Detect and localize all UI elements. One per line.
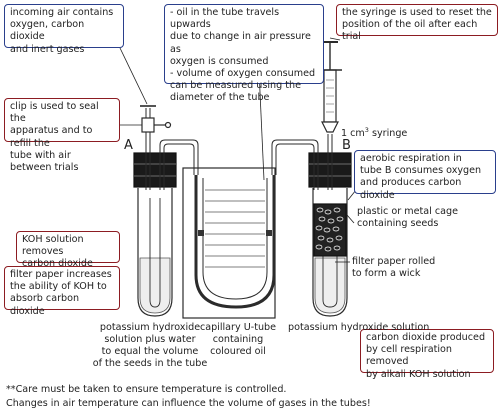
- label-koh-solution: potassium hydroxide solution: [288, 322, 430, 333]
- footnote-line-1: **Care must be taken to ensure temperatu…: [6, 384, 287, 395]
- tube-a: [137, 188, 173, 317]
- glass-tubes: [145, 108, 333, 190]
- label-cage: plastic or metal cage containing seeds: [357, 206, 458, 229]
- tube-b: [312, 188, 348, 317]
- callout-clip: clip is used to seal the apparatus and t…: [4, 98, 120, 173]
- syringe-icon: [318, 41, 342, 133]
- label-u-tube: capillary U-tube containing coloured oil: [199, 322, 277, 357]
- callout-oil-travels: - oil in the tube travels upwards due to…: [164, 4, 324, 103]
- u-tube-panel: [182, 167, 276, 319]
- callout-syringe-reset: the syringe is used to reset the positio…: [336, 4, 498, 42]
- capillary-u-tube: [194, 175, 276, 309]
- label-filter-roll: filter paper rolled to form a wick: [352, 256, 436, 279]
- callout-aerobic: aerobic respiration in tube B consumes o…: [354, 150, 496, 201]
- callout-co2-removed: carbon dioxide produced by cell respirat…: [360, 329, 494, 380]
- stopper-a: [133, 152, 177, 188]
- footnote-line-2: Changes in air temperature can influence…: [6, 398, 371, 409]
- clip-icon: [140, 105, 172, 133]
- seed-cage: [313, 203, 347, 257]
- label-tube-b: B: [342, 138, 351, 153]
- label-syringe: 1 cm3 syringe: [341, 126, 408, 140]
- callout-incoming-air: incoming air contains oxygen, carbon dio…: [4, 4, 124, 55]
- label-tube-a: A: [124, 138, 133, 153]
- callout-filter-increases: filter paper increases the ability of KO…: [4, 266, 120, 317]
- callout-koh-removes: KOH solution removes carbon dioxide from…: [16, 231, 120, 282]
- stopper-b: [308, 152, 352, 188]
- label-koh-water: potassium hydroxide solution plus water …: [92, 322, 208, 369]
